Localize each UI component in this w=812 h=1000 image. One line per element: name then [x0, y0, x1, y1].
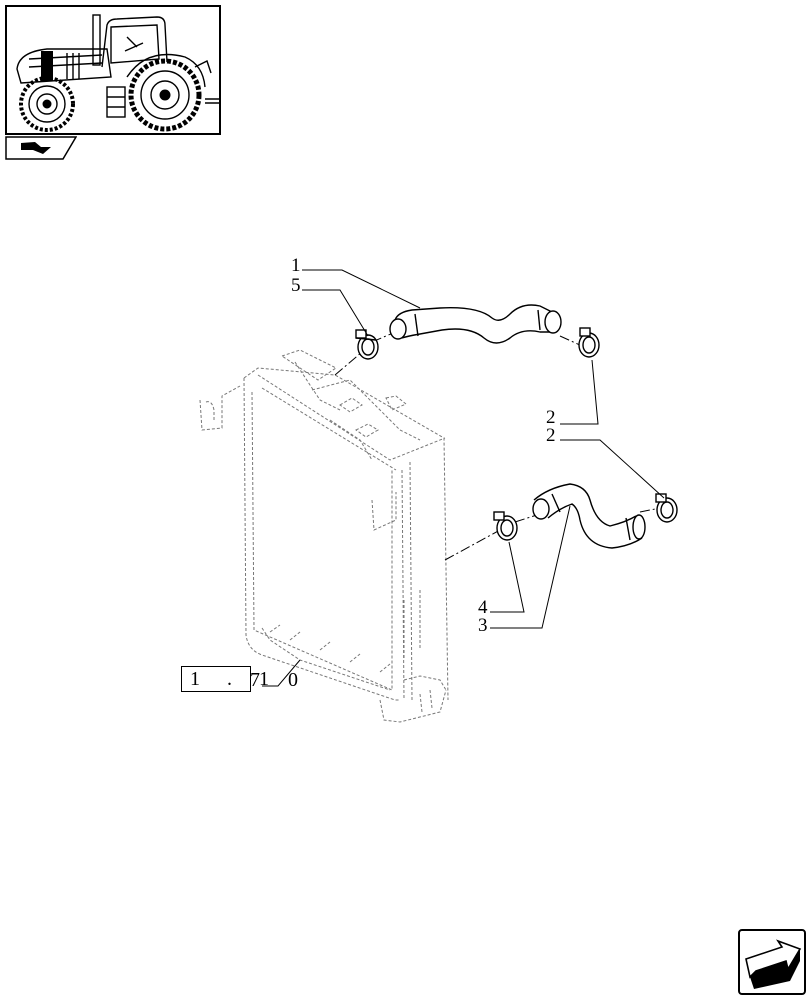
- callout-4: 4: [478, 597, 488, 618]
- next-page-arrow-icon: [745, 939, 802, 989]
- callout-2-upper: 2: [546, 407, 556, 428]
- callout-2-lower: 2: [546, 425, 556, 446]
- reference-suffix: 0: [288, 669, 298, 691]
- callout-3: 3: [478, 615, 488, 636]
- next-page-button[interactable]: [738, 929, 806, 995]
- clamp-part-4: [493, 511, 518, 541]
- radiator-phantom: [199, 349, 449, 723]
- section-tab[interactable]: [5, 136, 77, 160]
- callout-1: 1: [291, 255, 301, 276]
- upper-hose-part-1: [389, 304, 562, 344]
- tractor-icon: [16, 14, 219, 132]
- reference-code-box[interactable]: 1 . 1: [181, 666, 269, 692]
- clamp-part-2-upper: [578, 327, 600, 358]
- clamp-part-2-lower: [655, 493, 678, 523]
- callout-5: 5: [291, 275, 301, 296]
- lower-hose-part-3: [532, 483, 646, 549]
- clamp-part-5: [355, 329, 379, 360]
- section-tab-icon: [5, 136, 77, 160]
- reference-digit: 7: [250, 669, 260, 691]
- tractor-thumbnail: [5, 5, 221, 135]
